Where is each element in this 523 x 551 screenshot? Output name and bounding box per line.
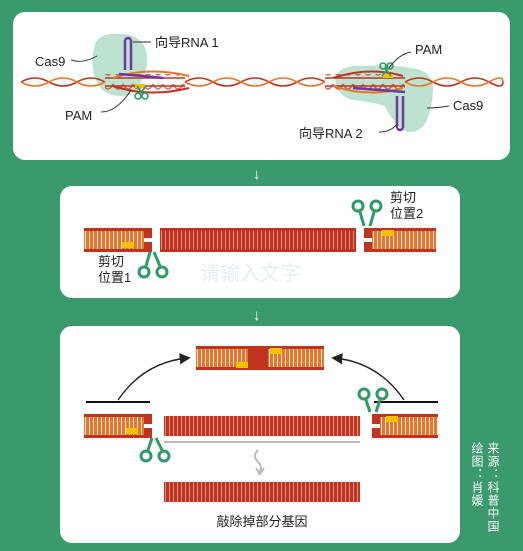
degradation-icon — [254, 449, 265, 476]
credit-artist: 绘图：肖媛 — [470, 442, 484, 507]
label-pam-left: PAM — [65, 108, 92, 123]
pam-marker — [386, 416, 398, 422]
panel-cut-sites: 剪切 位置1 剪切 位置2 请输入文字 — [60, 186, 460, 298]
pam-marker — [122, 242, 134, 248]
dna-double-helix — [20, 70, 504, 94]
dna-fragment-excised — [164, 416, 360, 443]
panel-gene-knockout: 敲除掉部分基因 — [60, 326, 460, 543]
scissors-icon — [137, 251, 169, 279]
arrow-rejoin-right — [331, 353, 405, 401]
scissors-icon — [351, 199, 383, 227]
label-guide-rna-2: 向导RNA 2 — [299, 126, 363, 141]
label-cut-site-2-line1: 剪切 — [390, 190, 416, 205]
pam-marker-left — [135, 84, 145, 88]
cas9-binding-diagram: Cas9 向导RNA 1 PAM PAM Cas9 向导RNA 2 — [20, 33, 504, 141]
dna-fragment-right — [372, 414, 438, 438]
dna-fragment-middle — [160, 228, 356, 252]
guide-rna-2-strand — [352, 86, 406, 132]
caption-knockout: 敲除掉部分基因 — [216, 514, 307, 529]
pam-marker — [236, 362, 248, 368]
placeholder-text: 请输入文字 — [200, 262, 300, 285]
label-guide-rna-1: 向导RNA 1 — [155, 35, 219, 50]
pam-marker-right — [383, 74, 393, 78]
dna-rejoined — [196, 346, 324, 370]
gene-knockout-diagram: 敲除掉部分基因 — [84, 346, 438, 529]
guide-rna-1-strand — [118, 36, 164, 80]
dna-fragment-left — [84, 414, 152, 438]
credit-source: 来源：科普中国 — [486, 442, 500, 533]
label-cut-site-1-line1: 剪切 — [98, 254, 124, 269]
pam-marker — [382, 230, 394, 236]
label-cas9-right: Cas9 — [453, 98, 483, 113]
scissors-icon — [379, 62, 394, 77]
arrow-rejoin-left — [117, 353, 191, 401]
arrow-down-icon: ↓ — [253, 166, 261, 183]
dna-fragment-removed — [164, 482, 360, 502]
pam-marker — [126, 428, 138, 434]
scissors-icon — [134, 85, 149, 100]
scissors-icon — [357, 387, 389, 413]
scissors-icon — [139, 437, 171, 463]
dna-fragment-left — [84, 228, 152, 252]
panel-cas9-binding: Cas9 向导RNA 1 PAM PAM Cas9 向导RNA 2 — [13, 12, 510, 160]
label-pam-right: PAM — [415, 42, 442, 57]
arrow-down-icon: ↓ — [253, 307, 261, 324]
label-cut-site-1-line2: 位置1 — [98, 270, 131, 285]
pam-marker — [270, 348, 282, 354]
label-cut-site-2-line2: 位置2 — [390, 206, 423, 221]
dna-fragment-right — [364, 228, 436, 252]
cut-sites-diagram: 剪切 位置1 剪切 位置2 请输入文字 — [84, 190, 436, 285]
label-cas9-left: Cas9 — [35, 54, 65, 69]
